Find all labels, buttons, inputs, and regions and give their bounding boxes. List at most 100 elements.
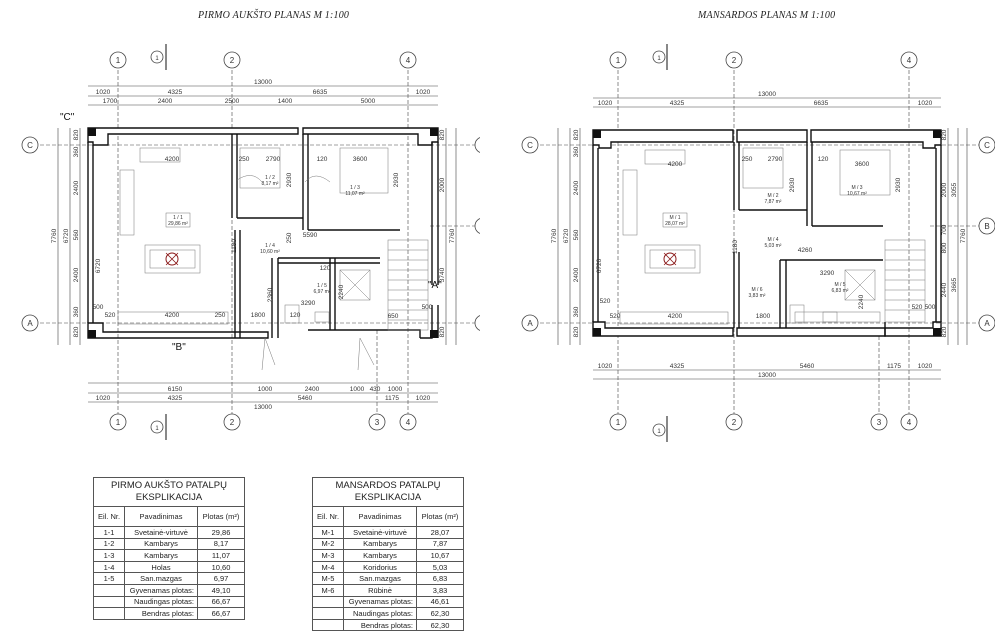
cell: M-2 (312, 537, 344, 551)
dim: 1020 (96, 395, 111, 402)
cell: 10,67 (416, 549, 464, 562)
dim: 2500 (225, 98, 240, 105)
col-header: Plotas (m²) (416, 506, 464, 527)
dim: 3740 (439, 267, 446, 282)
dim: 820 (73, 129, 80, 140)
cell: 3,83 (416, 583, 464, 597)
room-dim: 520 (105, 312, 116, 319)
room-dim: 6720 (596, 258, 603, 273)
room-dim: 2930 (895, 177, 902, 192)
total-value: 66,67 (197, 607, 245, 620)
cell: Kambarys (343, 549, 417, 562)
dim: 6150 (168, 386, 183, 393)
room-m-5-id: M / 5 (834, 282, 845, 288)
dim: 560 (73, 229, 80, 240)
title-line: EKSPLIKACIJA (135, 492, 203, 503)
room-1-4-area: 10,60 m² (260, 249, 280, 255)
dim: 1000 (350, 386, 365, 393)
dim: 3665 (951, 277, 958, 292)
room-1-5-id: 1 / 5 (317, 283, 327, 289)
dim: 5460 (298, 395, 313, 402)
dim-total-bottom: 13000 (254, 404, 272, 411)
cell: Holas (124, 560, 198, 574)
axis-4-top: 4 (907, 56, 912, 65)
view-label-c: "C" (60, 112, 75, 123)
dim: 2400 (573, 267, 580, 282)
dim-total-top: 13000 (758, 91, 776, 98)
cell: Rūbinė (343, 583, 417, 597)
room-dim: 3600 (855, 161, 870, 168)
dim: 7760 (551, 228, 558, 243)
room-dim: 2930 (393, 172, 400, 187)
dim-total-bottom: 13000 (758, 372, 776, 379)
total-label: Naudingas plotas: (343, 607, 417, 620)
cell: 6,83 (416, 572, 464, 585)
dim: 820 (439, 129, 446, 140)
axis-4-bottom: 4 (907, 418, 912, 427)
total-row: Naudingas plotas:62,30 (312, 607, 464, 620)
room-dim: 5590 (303, 232, 318, 239)
room-dim: 2930 (286, 172, 293, 187)
dim: 2400 (73, 267, 80, 282)
room-dim: 2240 (338, 284, 345, 299)
dim: 1000 (388, 386, 403, 393)
dim: 7760 (51, 228, 58, 243)
total-label: Gyvenamas plotas: (343, 595, 417, 609)
room-dim: 3290 (820, 270, 835, 277)
axis-1-bottom: 1 (616, 418, 621, 427)
room-dim: 650 (388, 313, 399, 320)
cell: 1-4 (93, 560, 125, 574)
room-dim: 3600 (353, 156, 368, 163)
room-dim: 250 (286, 232, 293, 243)
section-mark-top: 1 (155, 56, 159, 62)
room-dim: 6720 (95, 258, 102, 273)
dim: 3055 (951, 182, 958, 197)
axis-1-bottom: 1 (116, 418, 121, 427)
dim: 560 (573, 229, 580, 240)
cell: M-3 (312, 549, 344, 562)
title-line: EKSPLIKACIJA (354, 492, 422, 503)
room-m-5-area: 6,83 m² (832, 288, 849, 294)
dim: 2400 (573, 180, 580, 195)
dim: 820 (941, 326, 948, 337)
room-dim: 500 (925, 304, 936, 311)
dim: 820 (439, 326, 446, 337)
axis-c-right: C (984, 141, 990, 150)
cell: Svetainė-virtuvė (124, 526, 198, 539)
total-label: Bendras plotas: (343, 618, 417, 632)
dim: 5000 (361, 98, 376, 105)
room-m-2-id: M / 2 (767, 193, 778, 199)
total-label: Bendras plotas: (124, 607, 198, 620)
total-value: 46,61 (416, 595, 464, 609)
dim: 1000 (258, 386, 273, 393)
cell: 28,07 (416, 526, 464, 539)
axis-4-top: 4 (406, 56, 411, 65)
room-dim: 2930 (789, 177, 796, 192)
cell: 6,97 (197, 572, 245, 585)
cell: Kambarys (124, 549, 198, 562)
cell: Kambarys (124, 537, 198, 551)
total-value: 49,10 (197, 583, 245, 597)
room-dim: 2240 (858, 294, 865, 309)
cell: 5,03 (416, 560, 464, 574)
cell: 8,17 (197, 537, 245, 551)
cell: 1-3 (93, 549, 125, 562)
total-row: Gyvenamas plotas:46,61 (312, 595, 464, 609)
dim: 4325 (168, 395, 183, 402)
cell: San.mazgas (343, 572, 417, 585)
dim: 1020 (416, 395, 431, 402)
room-dim: 250 (215, 312, 226, 319)
attic-floor-plan: 1 2 4 1 2 3 4 C A C B A 1 1 13000 1020 4… (521, 44, 995, 442)
cell: M-6 (312, 583, 344, 597)
dim: 360 (73, 146, 80, 157)
room-dim: 250 (742, 156, 753, 163)
cell: 1-5 (93, 572, 125, 585)
axis-3-bottom: 3 (375, 418, 380, 427)
